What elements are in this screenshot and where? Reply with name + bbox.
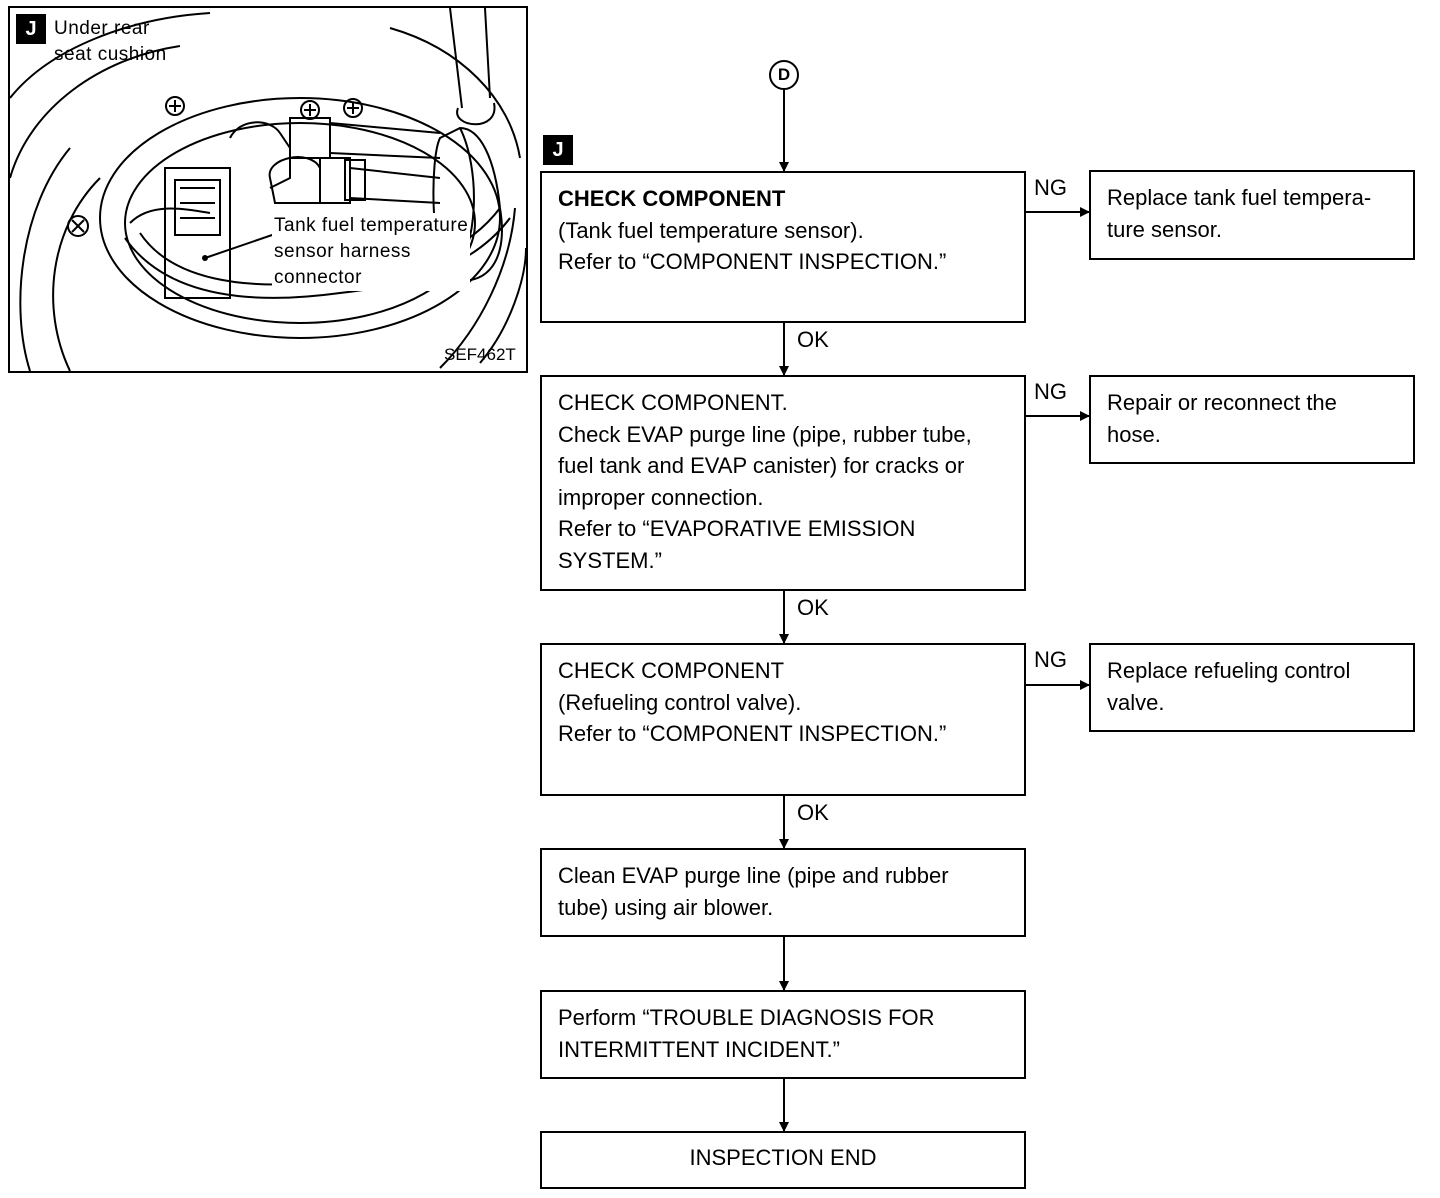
step-check-tank-fuel-temp-sensor: CHECK COMPONENT (Tank fuel temperature s…: [540, 171, 1026, 323]
ng-replace-refueling-control-valve: Replace refueling control valve.: [1089, 643, 1415, 732]
flowchart-badge-j: J: [543, 135, 573, 165]
ng-replace-tank-fuel-temp-sensor: Replace tank fuel tempera- ture sensor.: [1089, 170, 1415, 260]
ng2-line-2: hose.: [1107, 421, 1161, 447]
ng-label-2: NG: [1034, 379, 1067, 404]
figure-id: SEF462T: [444, 345, 516, 364]
step-inspection-end: INSPECTION END: [540, 1131, 1026, 1189]
callout-label-line-3: connector: [274, 267, 362, 288]
step5-line-2: INTERMITTENT INCIDENT.”: [558, 1036, 840, 1062]
step-check-evap-purge-line: CHECK COMPONENT. Check EVAP purge line (…: [540, 375, 1026, 591]
step4-line-1: Clean EVAP purge line (pipe and rubber: [558, 863, 949, 888]
location-label: Under rear seat cushion: [54, 16, 167, 68]
location-label-line-2: seat cushion: [54, 44, 167, 65]
step3-line-3: Refer to “COMPONENT INSPECTION.”: [558, 721, 947, 746]
step3-line-1: CHECK COMPONENT: [558, 658, 785, 683]
step4-line-2: tube) using air blower.: [558, 894, 774, 920]
ng-repair-reconnect-hose: Repair or reconnect the hose.: [1089, 375, 1415, 464]
component-illustration: J Under rear seat cushion Tank fuel temp…: [8, 6, 528, 373]
step2-line-4: improper connection.: [558, 484, 764, 510]
end-line-1: INSPECTION END: [689, 1145, 877, 1170]
fuel-tank-drawing: [10, 8, 526, 371]
step1-line-3: Refer to “COMPONENT INSPECTION.”: [558, 249, 947, 274]
step1-line-2: (Tank fuel temperature sensor).: [558, 217, 864, 243]
start-connector-label: D: [777, 65, 791, 84]
step-perform-trouble-diagnosis: Perform “TROUBLE DIAGNOSIS FOR INTERMITT…: [540, 990, 1026, 1079]
step2-line-1: CHECK COMPONENT.: [558, 390, 788, 415]
step-check-refueling-control-valve: CHECK COMPONENT (Refueling control valve…: [540, 643, 1026, 796]
ng3-line-1: Replace refueling control: [1107, 658, 1351, 683]
ok-label-3: OK: [797, 800, 829, 825]
ng1-line-1: Replace tank fuel tempera-: [1107, 185, 1372, 210]
ng2-line-1: Repair or reconnect the: [1107, 390, 1337, 415]
step1-line-1: CHECK COMPONENT: [558, 186, 786, 211]
ng-label-1: NG: [1034, 175, 1067, 200]
callout-label-line-2: sensor harness: [274, 241, 411, 262]
ng1-line-2: ture sensor.: [1107, 216, 1222, 242]
step2-line-6: SYSTEM.”: [558, 547, 662, 573]
ok-label-2: OK: [797, 595, 829, 620]
callout-label-line-1: Tank fuel temperature: [274, 215, 469, 236]
illustration-badge-j: J: [16, 14, 46, 44]
step2-line-5: Refer to “EVAPORATIVE EMISSION: [558, 516, 916, 541]
step3-line-2: (Refueling control valve).: [558, 689, 802, 715]
step5-line-1: Perform “TROUBLE DIAGNOSIS FOR: [558, 1005, 935, 1030]
callout-label: Tank fuel temperature sensor harness con…: [272, 213, 471, 291]
step-clean-evap-purge-line: Clean EVAP purge line (pipe and rubber t…: [540, 848, 1026, 937]
location-label-line-1: Under rear: [54, 18, 150, 39]
ng-label-3: NG: [1034, 647, 1067, 672]
ok-label-1: OK: [797, 327, 829, 352]
step2-line-3: fuel tank and EVAP canister) for cracks …: [558, 453, 965, 478]
ng3-line-2: valve.: [1107, 689, 1165, 715]
step2-line-2: Check EVAP purge line (pipe, rubber tube…: [558, 421, 972, 447]
